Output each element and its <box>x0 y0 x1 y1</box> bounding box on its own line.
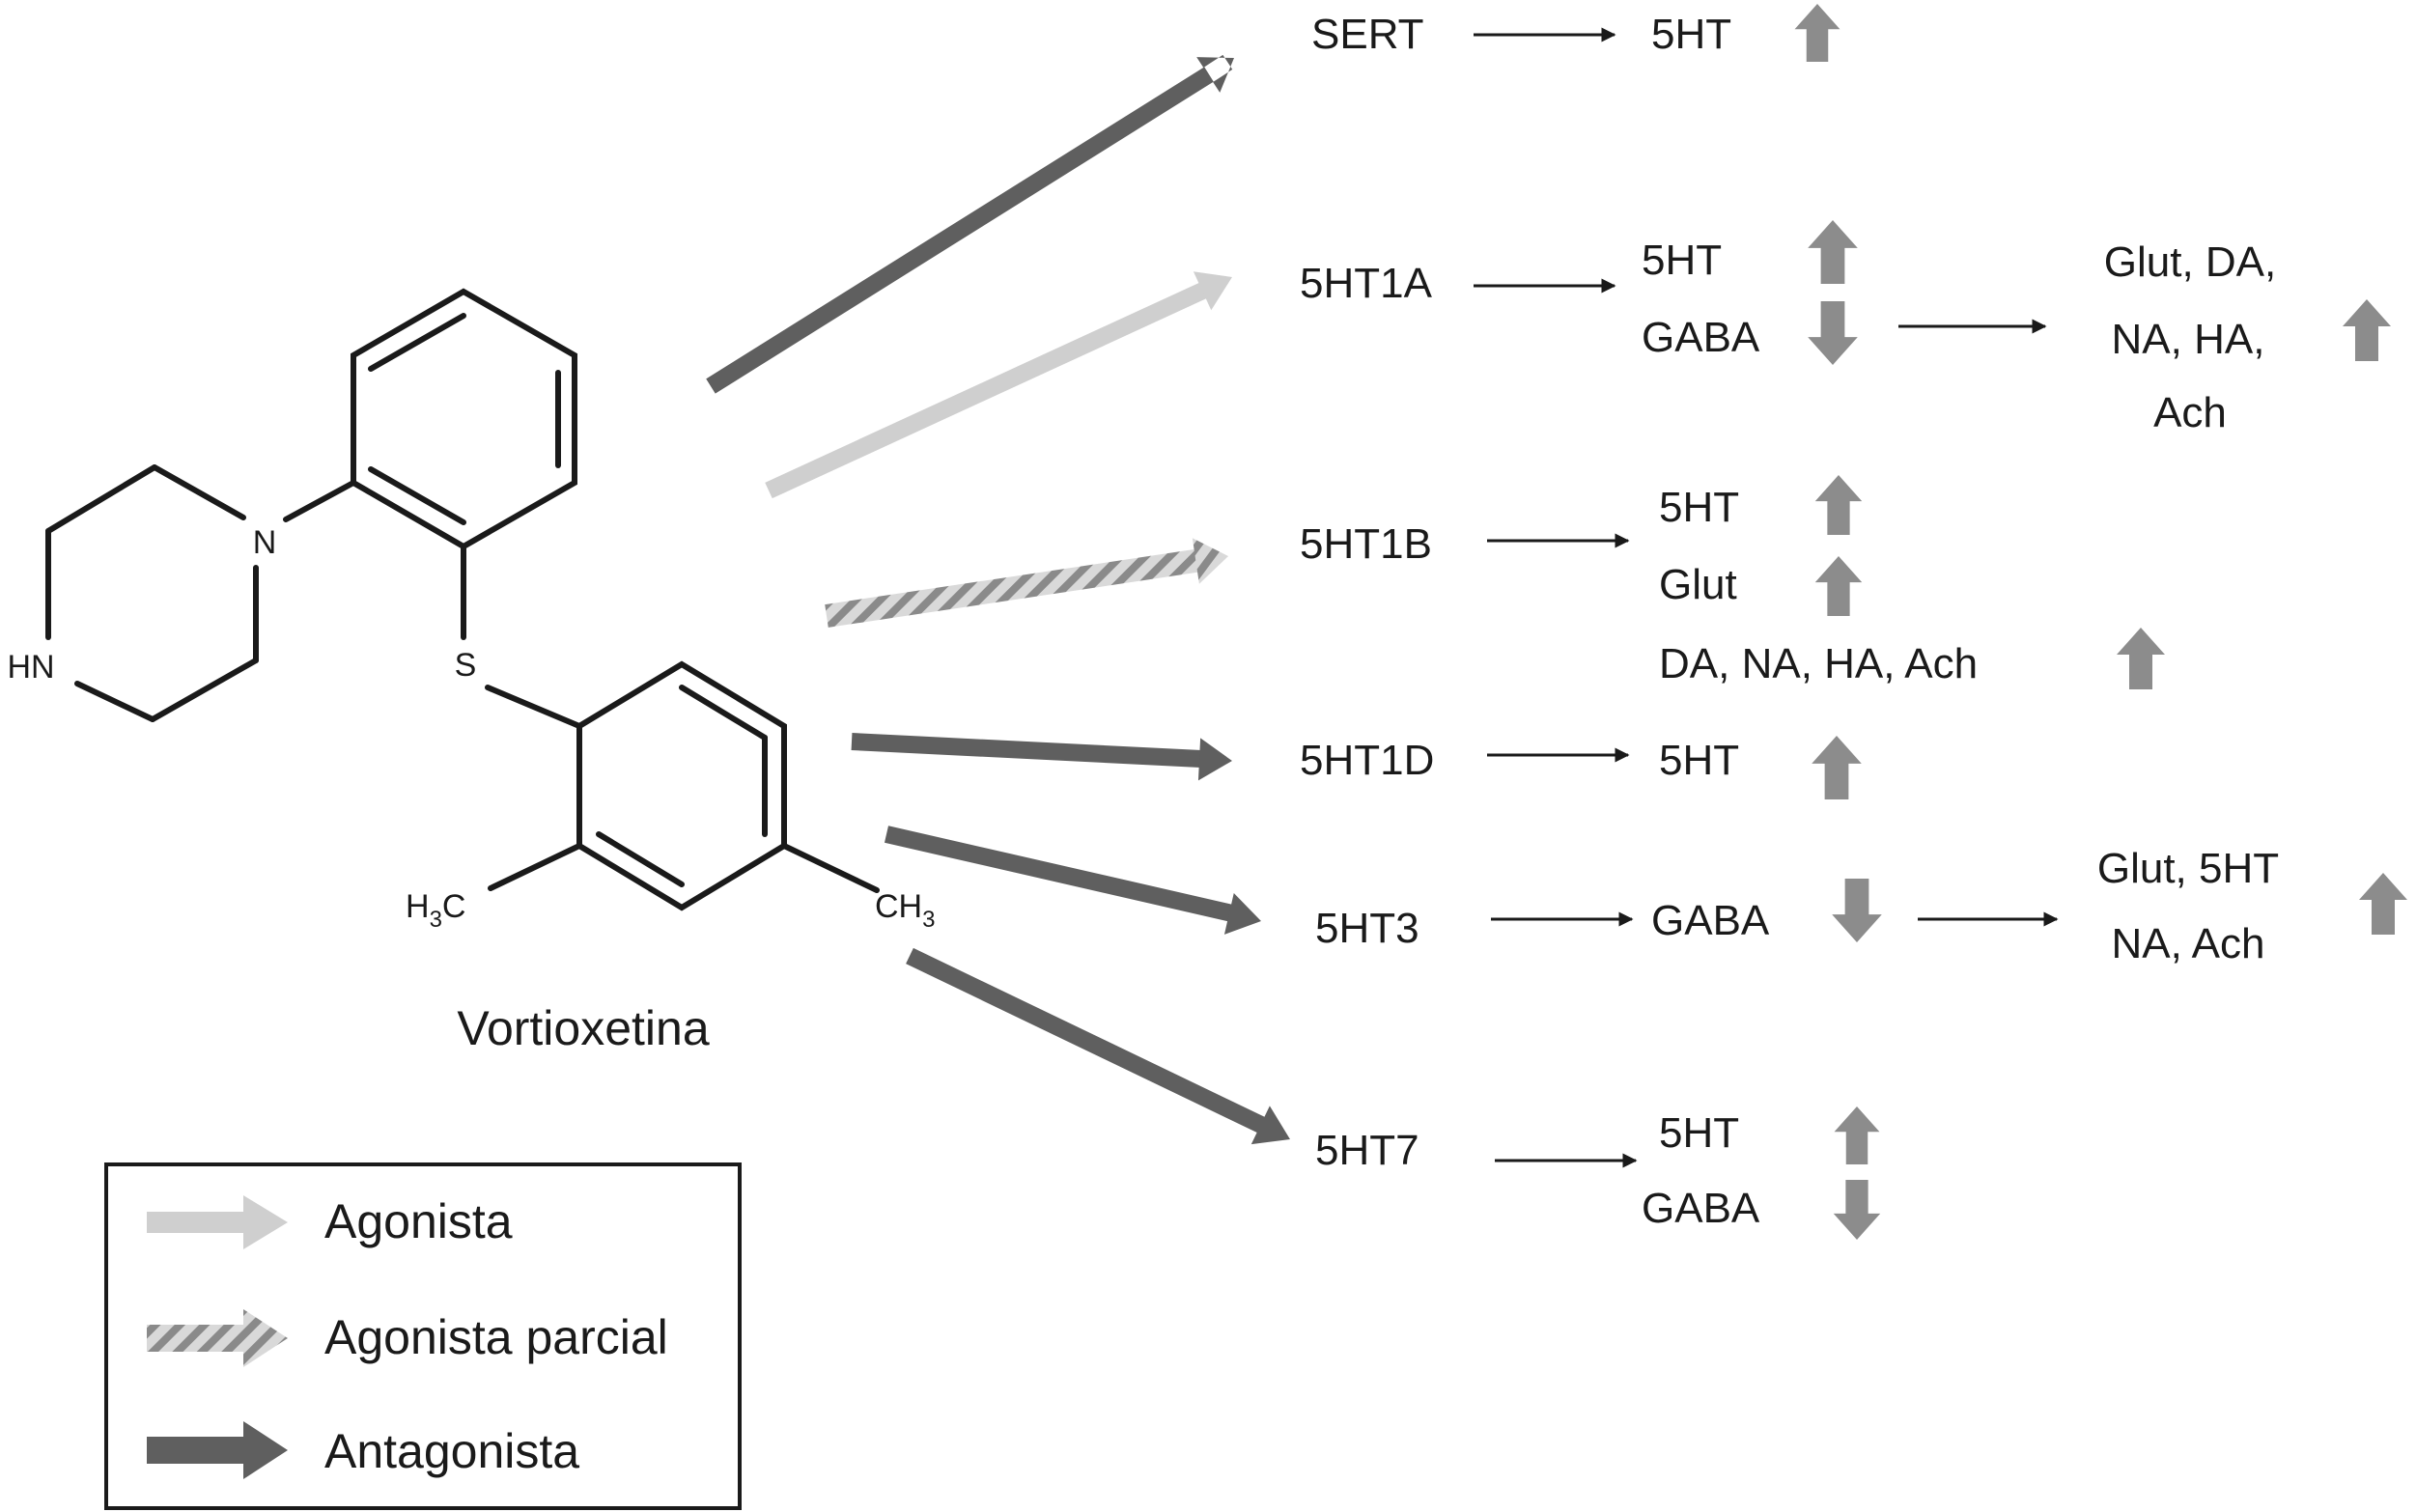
5ht7-effect-2: GABA <box>1642 1185 1760 1232</box>
effect-connectors <box>1474 27 2059 1168</box>
partial-agonist-arrow-5ht1b <box>1192 538 1228 584</box>
legend: Agonista Agonista parcial Antagonista <box>104 1162 742 1510</box>
antagonist-arrow-5ht7 <box>1250 1106 1290 1145</box>
legend-agonist-swatch <box>147 1195 288 1249</box>
nh-atom-label: HN <box>7 649 54 686</box>
agonist-shaft-5ht1a <box>765 280 1211 499</box>
5ht1a-effect-1: 5HT <box>1642 237 1722 284</box>
legend-partial-agonist-swatch <box>147 1309 288 1367</box>
5ht3-effect-1: GABA <box>1651 897 1770 944</box>
molecule-name: Vortioxetina <box>457 1001 709 1055</box>
effect-arrows <box>1794 4 2407 1240</box>
5ht1b-glut-up-arrow <box>1814 556 1863 616</box>
antagonist-shaft-5ht7 <box>906 947 1267 1134</box>
sert-effect-1: 5HT <box>1651 11 1731 58</box>
action-arrows <box>706 51 1290 1145</box>
5ht1a-effect-2: GABA <box>1642 314 1760 361</box>
target-5ht3-label: 5HT3 <box>1315 905 1419 952</box>
legend-antagonist-swatch <box>147 1421 288 1479</box>
5ht1a-downstream-line-3: Ach <box>2153 389 2227 436</box>
5ht1a-downstream-line-1: Glut, DA, <box>2104 238 2277 286</box>
target-5ht1a-label: 5HT1A <box>1300 260 1433 307</box>
antagonist-shaft-5ht1d <box>851 733 1202 768</box>
5ht1b-effect-2: Glut <box>1659 561 1737 608</box>
antagonist-arrow-5ht3 <box>1223 892 1261 935</box>
5ht1a-downstream-up-arrow <box>2343 299 2391 361</box>
legend-partial-agonist-label: Agonista parcial <box>324 1310 668 1364</box>
methyl-left-label: H3C <box>406 888 465 933</box>
5ht7-5ht-up-arrow <box>1834 1106 1880 1164</box>
methyl-right-label: CH3 <box>875 888 935 933</box>
antagonist-shaft-5ht3 <box>884 826 1235 922</box>
5ht7-effect-1: 5HT <box>1659 1109 1739 1157</box>
molecule-structure <box>45 288 880 911</box>
legend-agonist-label: Agonista <box>324 1194 513 1248</box>
target-sert-label: SERT <box>1311 11 1424 58</box>
sert-5ht-up-arrow <box>1794 4 1840 62</box>
antagonist-shaft-sert <box>706 67 1214 394</box>
target-5ht1d-label: 5HT1D <box>1300 737 1434 784</box>
5ht3-downstream-line-1: Glut, 5HT <box>2097 845 2279 892</box>
5ht3-downstream-up-arrow <box>2359 873 2407 935</box>
5ht1b-others-up-arrow <box>2117 628 2165 689</box>
5ht1b-effect-1: 5HT <box>1659 484 1739 531</box>
antagonist-arrow-5ht1d <box>1197 738 1232 781</box>
5ht7-gaba-down-arrow <box>1833 1180 1881 1240</box>
5ht1a-downstream-line-2: NA, HA, <box>2112 316 2265 363</box>
upper-benzene-ring <box>351 288 577 550</box>
5ht1a-5ht-up-arrow <box>1808 220 1858 284</box>
partial-agonist-shaft-5ht1b <box>825 548 1203 628</box>
agonist-arrow-5ht1a <box>1193 271 1232 311</box>
piperazine-ring <box>45 464 259 722</box>
target-5ht7-label: 5HT7 <box>1315 1127 1419 1174</box>
target-5ht1b-label: 5HT1B <box>1300 520 1432 568</box>
antagonist-arrow-sert <box>1196 51 1238 93</box>
5ht1d-5ht-up-arrow <box>1812 736 1862 799</box>
lower-benzene-ring <box>576 660 787 911</box>
5ht1b-effect-3: DA, NA, HA, Ach <box>1659 640 1978 687</box>
5ht1a-gaba-down-arrow <box>1808 301 1858 365</box>
5ht3-gaba-down-arrow <box>1832 879 1882 942</box>
nitrogen-atom-label: N <box>253 524 277 561</box>
5ht3-downstream-line-2: NA, Ach <box>2112 920 2265 967</box>
sulfur-atom-label: S <box>455 647 477 684</box>
legend-antagonist-label: Antagonista <box>324 1424 579 1478</box>
5ht1d-effect-1: 5HT <box>1659 737 1739 784</box>
5ht1b-5ht-up-arrow <box>1814 475 1863 535</box>
